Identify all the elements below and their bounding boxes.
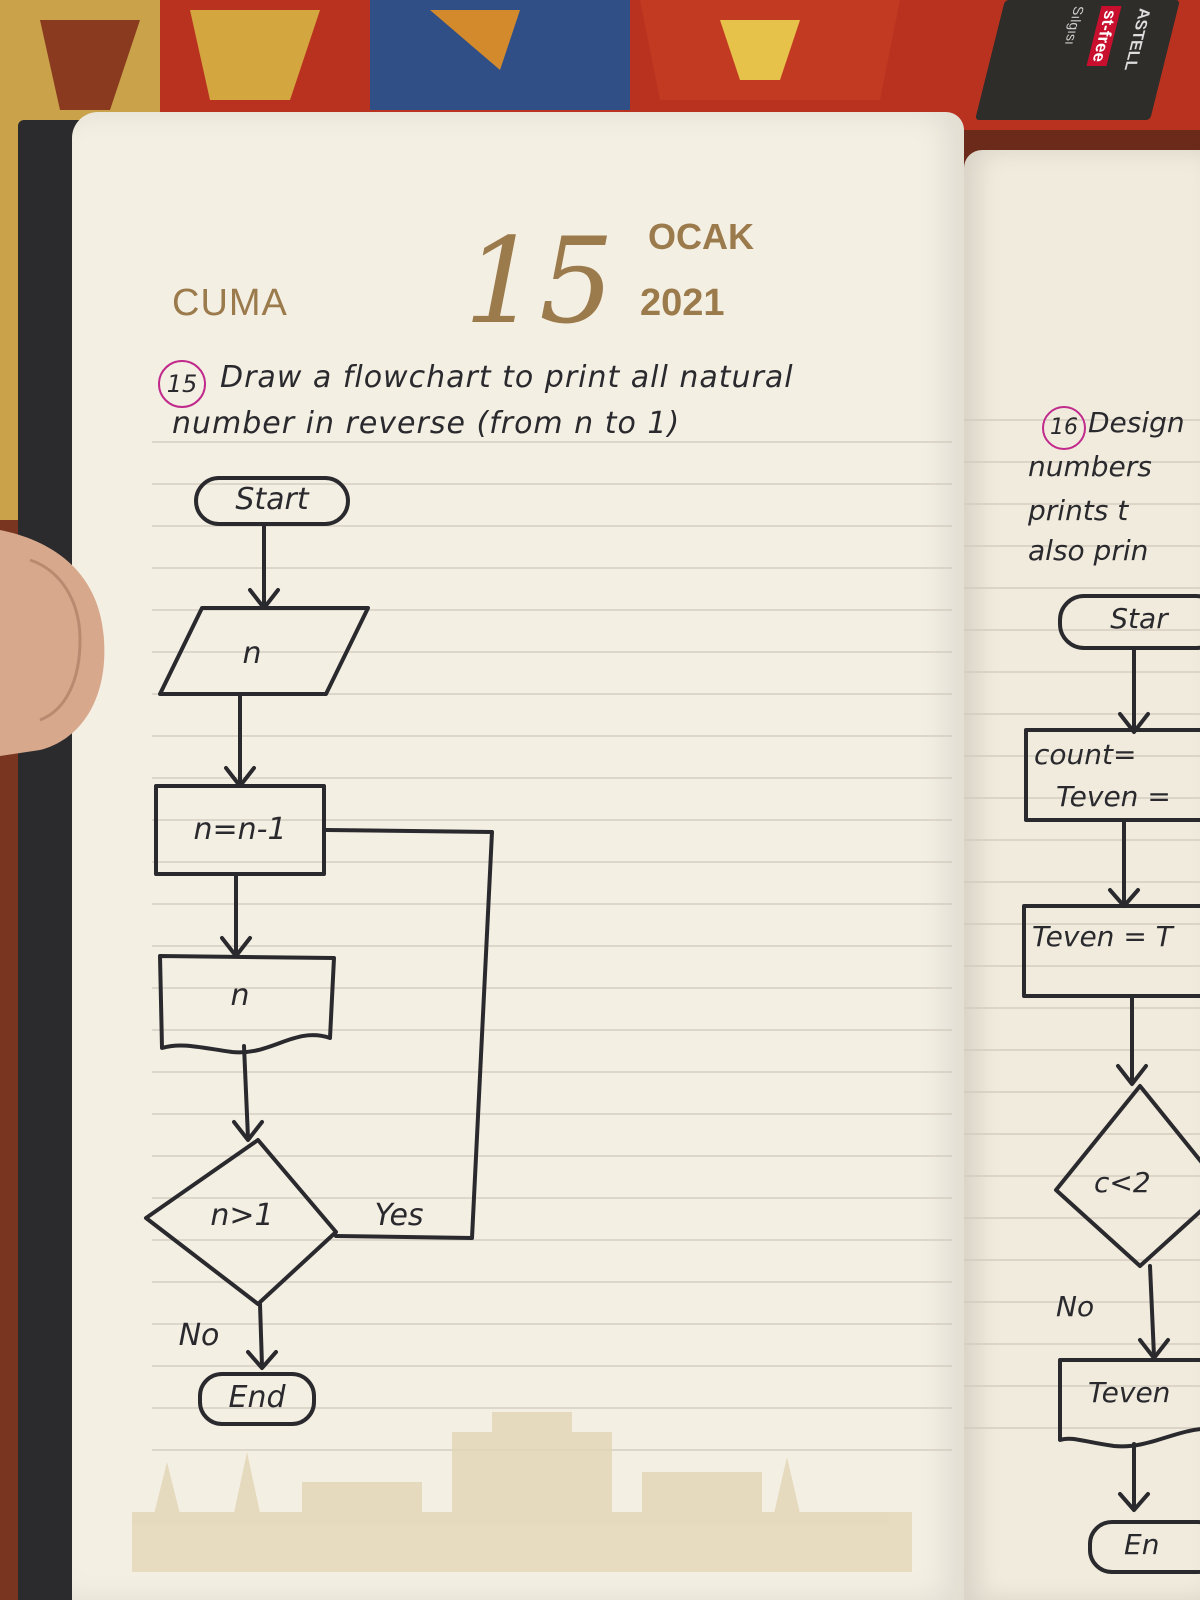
- q16-start-label: Star: [1110, 602, 1168, 635]
- decision-label: n>1: [210, 1198, 274, 1233]
- right-page-lines: [964, 419, 1200, 1574]
- yes-label: Yes: [374, 1198, 424, 1233]
- start-label: Start: [235, 482, 309, 517]
- ruled-lines: [132, 441, 952, 1572]
- q16-process-label-1: count=: [1034, 738, 1137, 771]
- end-terminal: [198, 1372, 316, 1426]
- q16-text-line1: Design: [1088, 406, 1185, 439]
- day-name: CUMA: [172, 282, 288, 324]
- q16-decision-label: c<2: [1094, 1166, 1151, 1199]
- q16-end-label: En: [1124, 1528, 1160, 1561]
- pencil-box: ASTELL st-free Sılgısı: [975, 0, 1180, 120]
- arrow-decision-end: [258, 1302, 264, 1368]
- input-parallelogram: [158, 606, 370, 696]
- question-text-line2: number in reverse (from n to 1): [172, 406, 681, 441]
- input-label: n: [242, 636, 262, 671]
- q16-start-terminal: [1058, 594, 1200, 650]
- q16-text-line3: prints t: [1028, 494, 1129, 527]
- yes-loop-line: [324, 828, 494, 1240]
- output-label: n: [230, 978, 250, 1013]
- arrow-output-decision: [242, 1044, 250, 1140]
- q16-output-label: Teven: [1088, 1376, 1171, 1409]
- end-label: End: [228, 1380, 286, 1415]
- month: OCAK: [648, 216, 754, 257]
- question-text-line1: Draw a flowchart to print all natural: [220, 360, 794, 395]
- q16-output-document: [1058, 1358, 1200, 1449]
- question-number-circle: 15: [158, 360, 206, 408]
- start-terminal: [194, 476, 350, 526]
- no-label: No: [178, 1318, 220, 1353]
- q16-text-line2: numbers: [1028, 450, 1152, 483]
- q16-text-line4: also prin: [1028, 534, 1149, 567]
- right-page: 16 Design numbers prints t also prin Sta…: [964, 150, 1200, 1600]
- output-document: [158, 954, 336, 1055]
- pencil-tag-text: st-free: [1086, 6, 1122, 66]
- q16-arrow-4: [1148, 1264, 1156, 1358]
- thumb: [0, 530, 105, 756]
- q16-process-label-2: Teven =: [1056, 780, 1171, 813]
- process-label: n=n-1: [193, 812, 287, 847]
- question-number: 15: [166, 370, 198, 398]
- q16-number: 16: [1050, 415, 1078, 440]
- year: 2021: [640, 282, 725, 324]
- flowchart-15: [144, 476, 494, 1426]
- left-page: CUMA 15 OCAK 2021 15 Draw a flowchart to…: [72, 112, 964, 1600]
- pencil-brand-text: ASTELL: [1120, 8, 1153, 71]
- q16-process2-box: [1022, 904, 1200, 998]
- day-number: 15: [464, 212, 615, 350]
- q16-end-terminal: [1088, 1520, 1200, 1574]
- q16-number-circle: 16: [1042, 406, 1086, 450]
- pencil-note-text: Sılgısı: [1061, 6, 1088, 45]
- q16-decision-diamond: [1054, 1084, 1200, 1268]
- q16-no-label: No: [1056, 1290, 1095, 1323]
- q16-process2-label: Teven = T: [1032, 920, 1173, 953]
